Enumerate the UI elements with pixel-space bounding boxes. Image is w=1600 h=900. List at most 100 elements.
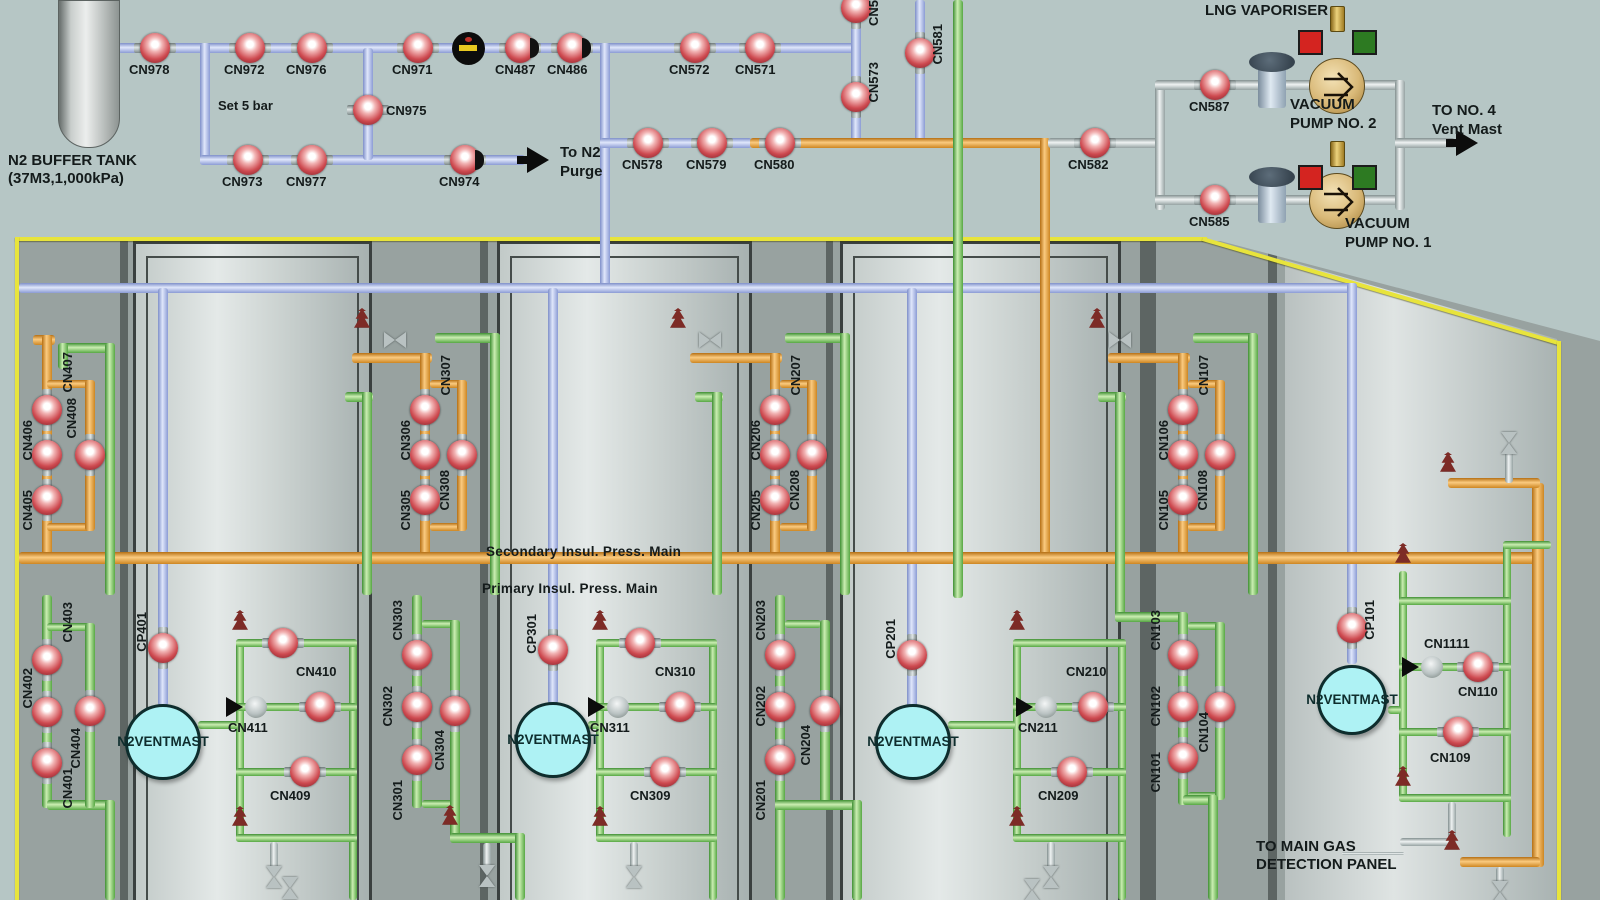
- pipe-orange: [780, 380, 814, 388]
- pipe-green: [1503, 541, 1551, 549]
- pipe-blue: [158, 288, 168, 706]
- label-secondary-main: Secondary Insul. Press. Main: [486, 544, 682, 559]
- pipe-green: [695, 392, 723, 402]
- label-CN308: CN308: [437, 470, 452, 511]
- pipe-gray: [1047, 842, 1055, 870]
- label-CN105: CN105: [1156, 490, 1171, 531]
- label-CP301: CP301: [524, 614, 539, 654]
- gate-valve-CN311[interactable]: [607, 696, 629, 718]
- pipe-green: [435, 333, 500, 343]
- label-CN102: CN102: [1148, 686, 1163, 727]
- label-CN104: CN104: [1196, 712, 1211, 753]
- label-CN304: CN304: [432, 730, 447, 771]
- label-buffer-tank-name: N2 BUFFER TANK: [8, 152, 137, 169]
- label-to-main-gas-2: DETECTION PANEL: [1256, 856, 1397, 873]
- pipe-green: [1013, 639, 1126, 647]
- label-primary-main: Primary Insul. Press. Main: [482, 581, 658, 596]
- pump1-run-indicator: [1352, 165, 1377, 190]
- label-CN311: CN311: [590, 720, 630, 735]
- pipe-green: [1388, 706, 1401, 714]
- pipe-gray: [483, 843, 491, 869]
- pipe-orange: [1532, 483, 1544, 867]
- no4-vent-mast-arrow: [1456, 130, 1478, 156]
- tank-area-border-top: [15, 237, 1207, 241]
- panel-edge-stripe: [120, 241, 128, 900]
- pipe-blue: [200, 155, 525, 165]
- pipe-green: [105, 800, 115, 900]
- pump1-stop-indicator: [1298, 165, 1323, 190]
- label-CN303: CN303: [390, 600, 405, 641]
- label-CN106: CN106: [1156, 420, 1171, 461]
- label-CN101: CN101: [1148, 752, 1163, 793]
- pipe-green: [236, 834, 357, 842]
- n2-purge-arrow: [527, 147, 549, 173]
- tank-panel-4: [1285, 260, 1557, 900]
- label-CN305: CN305: [398, 490, 413, 531]
- pipe-gray: [270, 842, 278, 870]
- label-CN572: CN572: [669, 62, 710, 77]
- pipe-blue: [1347, 283, 1357, 664]
- pipe-green: [1115, 392, 1125, 622]
- pipe-green: [47, 800, 115, 810]
- label-CN408: CN408: [64, 398, 79, 439]
- label-lng-vaporiser: LNG VAPORISER: [1205, 2, 1329, 19]
- pipe-orange: [19, 552, 1544, 564]
- label-CN977: CN977: [286, 174, 327, 189]
- check-valve-icon-CN411: [226, 697, 243, 717]
- check-valve-icon-CN1111: [1402, 657, 1419, 677]
- pipe-green: [1115, 612, 1185, 622]
- pipe-green: [1399, 794, 1511, 802]
- label-CN971: CN971: [392, 62, 433, 77]
- label-CP401: CP401: [134, 612, 149, 652]
- label-CN582: CN582: [1068, 157, 1109, 172]
- label-CN975: CN975: [386, 103, 427, 118]
- pipe-green: [105, 343, 115, 595]
- label-to-no4-vent-mast: TO NO. 4 Vent Mast: [1432, 102, 1503, 138]
- gate-valve-CN211[interactable]: [1035, 696, 1057, 718]
- pipe-green: [775, 800, 862, 810]
- label-CN309: CN309: [630, 788, 671, 803]
- pipe-green: [596, 834, 717, 842]
- label-vacuum-pump-2: VACUUM PUMP NO. 2: [1290, 96, 1377, 132]
- pipe-green: [1503, 541, 1511, 837]
- tank-panel-1: [133, 241, 372, 900]
- label-CN401: CN401: [60, 768, 75, 809]
- gate-valve-CN1111[interactable]: [1421, 656, 1443, 678]
- tank-panel-3: [840, 241, 1121, 900]
- pipe-green: [1188, 622, 1218, 630]
- pipe-blue: [548, 288, 558, 704]
- pipe-green: [1013, 703, 1126, 711]
- pipe-green: [198, 721, 238, 729]
- pipe-orange: [750, 138, 1050, 148]
- pipe-blue: [907, 288, 917, 708]
- pipe-blue: [915, 0, 925, 148]
- pump2-stop-indicator: [1298, 30, 1323, 55]
- label-CN571: CN571: [735, 62, 776, 77]
- gate-valve-CN411[interactable]: [245, 696, 267, 718]
- pipe-green: [1193, 333, 1258, 343]
- pipe-green: [1399, 663, 1511, 671]
- label-CN405: CN405: [20, 490, 35, 531]
- pressure-regulator-setpoint: [459, 45, 477, 51]
- vacuum-pump-2[interactable]: [1309, 58, 1365, 114]
- pipe-orange: [690, 353, 782, 363]
- pipe-green: [422, 620, 455, 628]
- label-CN976: CN976: [286, 62, 327, 77]
- pipe-green: [596, 703, 717, 711]
- pipe-orange: [1040, 138, 1050, 562]
- pipe-green: [1013, 834, 1126, 842]
- label-CN978: CN978: [129, 62, 170, 77]
- label-CP201: CP201: [883, 619, 898, 659]
- label-CN207: CN207: [788, 355, 803, 396]
- pipe-blue: [118, 43, 858, 53]
- pipe-green: [1399, 571, 1407, 802]
- label-CN487: CN487: [495, 62, 536, 77]
- label-CN581: CN581: [930, 24, 945, 65]
- label-CN107: CN107: [1196, 355, 1211, 396]
- pipe-gray: [1342, 852, 1404, 855]
- check-valve-icon-CN311: [588, 697, 605, 717]
- pipe-green: [515, 833, 525, 900]
- pipe-orange: [1108, 353, 1190, 363]
- label-CN587: CN587: [1189, 99, 1230, 114]
